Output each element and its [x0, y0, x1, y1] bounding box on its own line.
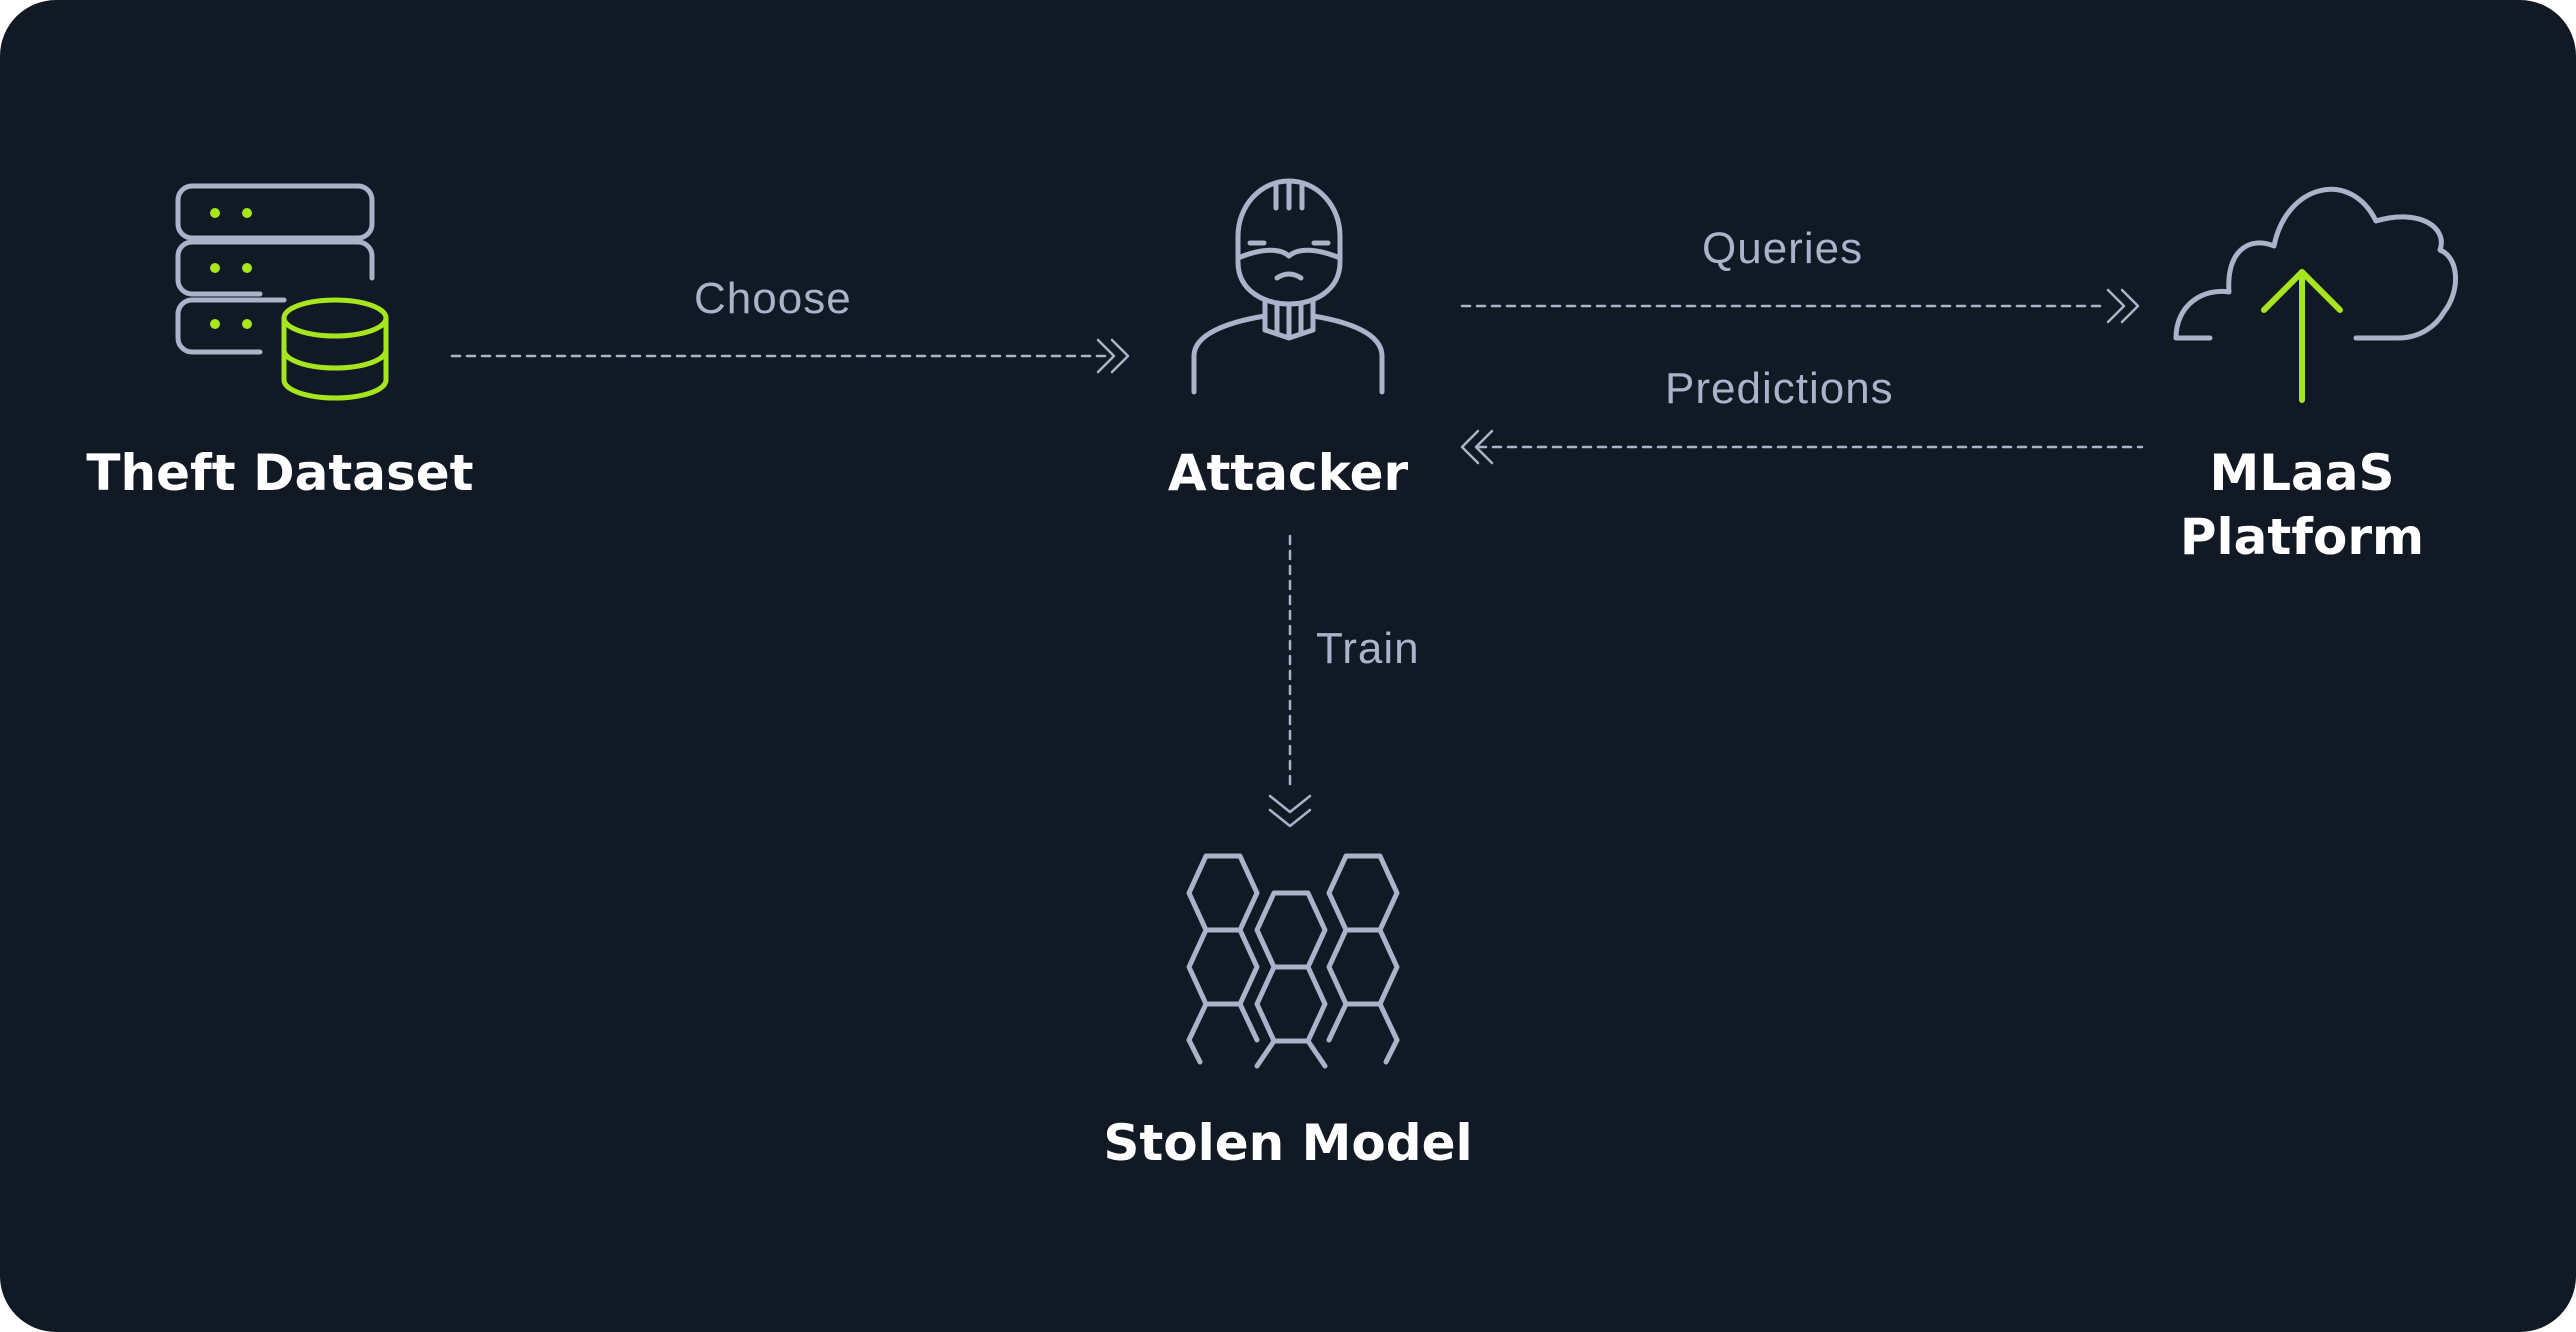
- choose-arrowhead: [1096, 338, 1116, 374]
- mlaas-platform-label-line2: Platform: [2179, 508, 2425, 566]
- cloud-upload-icon: [2173, 186, 2458, 403]
- train-arrowhead: [1268, 794, 1312, 814]
- hacker-icon: [1191, 178, 1385, 395]
- queries-arrowhead: [2106, 288, 2126, 324]
- stolen-model-label: Stolen Model: [1103, 1114, 1473, 1172]
- attacker-label: Attacker: [1167, 444, 1409, 502]
- hexagon-network-icon: [1186, 853, 1400, 1069]
- mlaas-platform-label-line1: MLaaS: [2209, 444, 2395, 502]
- theft-dataset-label: Theft Dataset: [86, 444, 474, 502]
- predictions-edge-label: Predictions: [1665, 364, 1894, 413]
- database-server-icon: [175, 183, 389, 401]
- queries-edge-label: Queries: [1702, 224, 1864, 273]
- choose-edge-label: Choose: [694, 274, 852, 323]
- predictions-arrowhead: [1460, 429, 1480, 465]
- train-edge-label: Train: [1316, 624, 1420, 673]
